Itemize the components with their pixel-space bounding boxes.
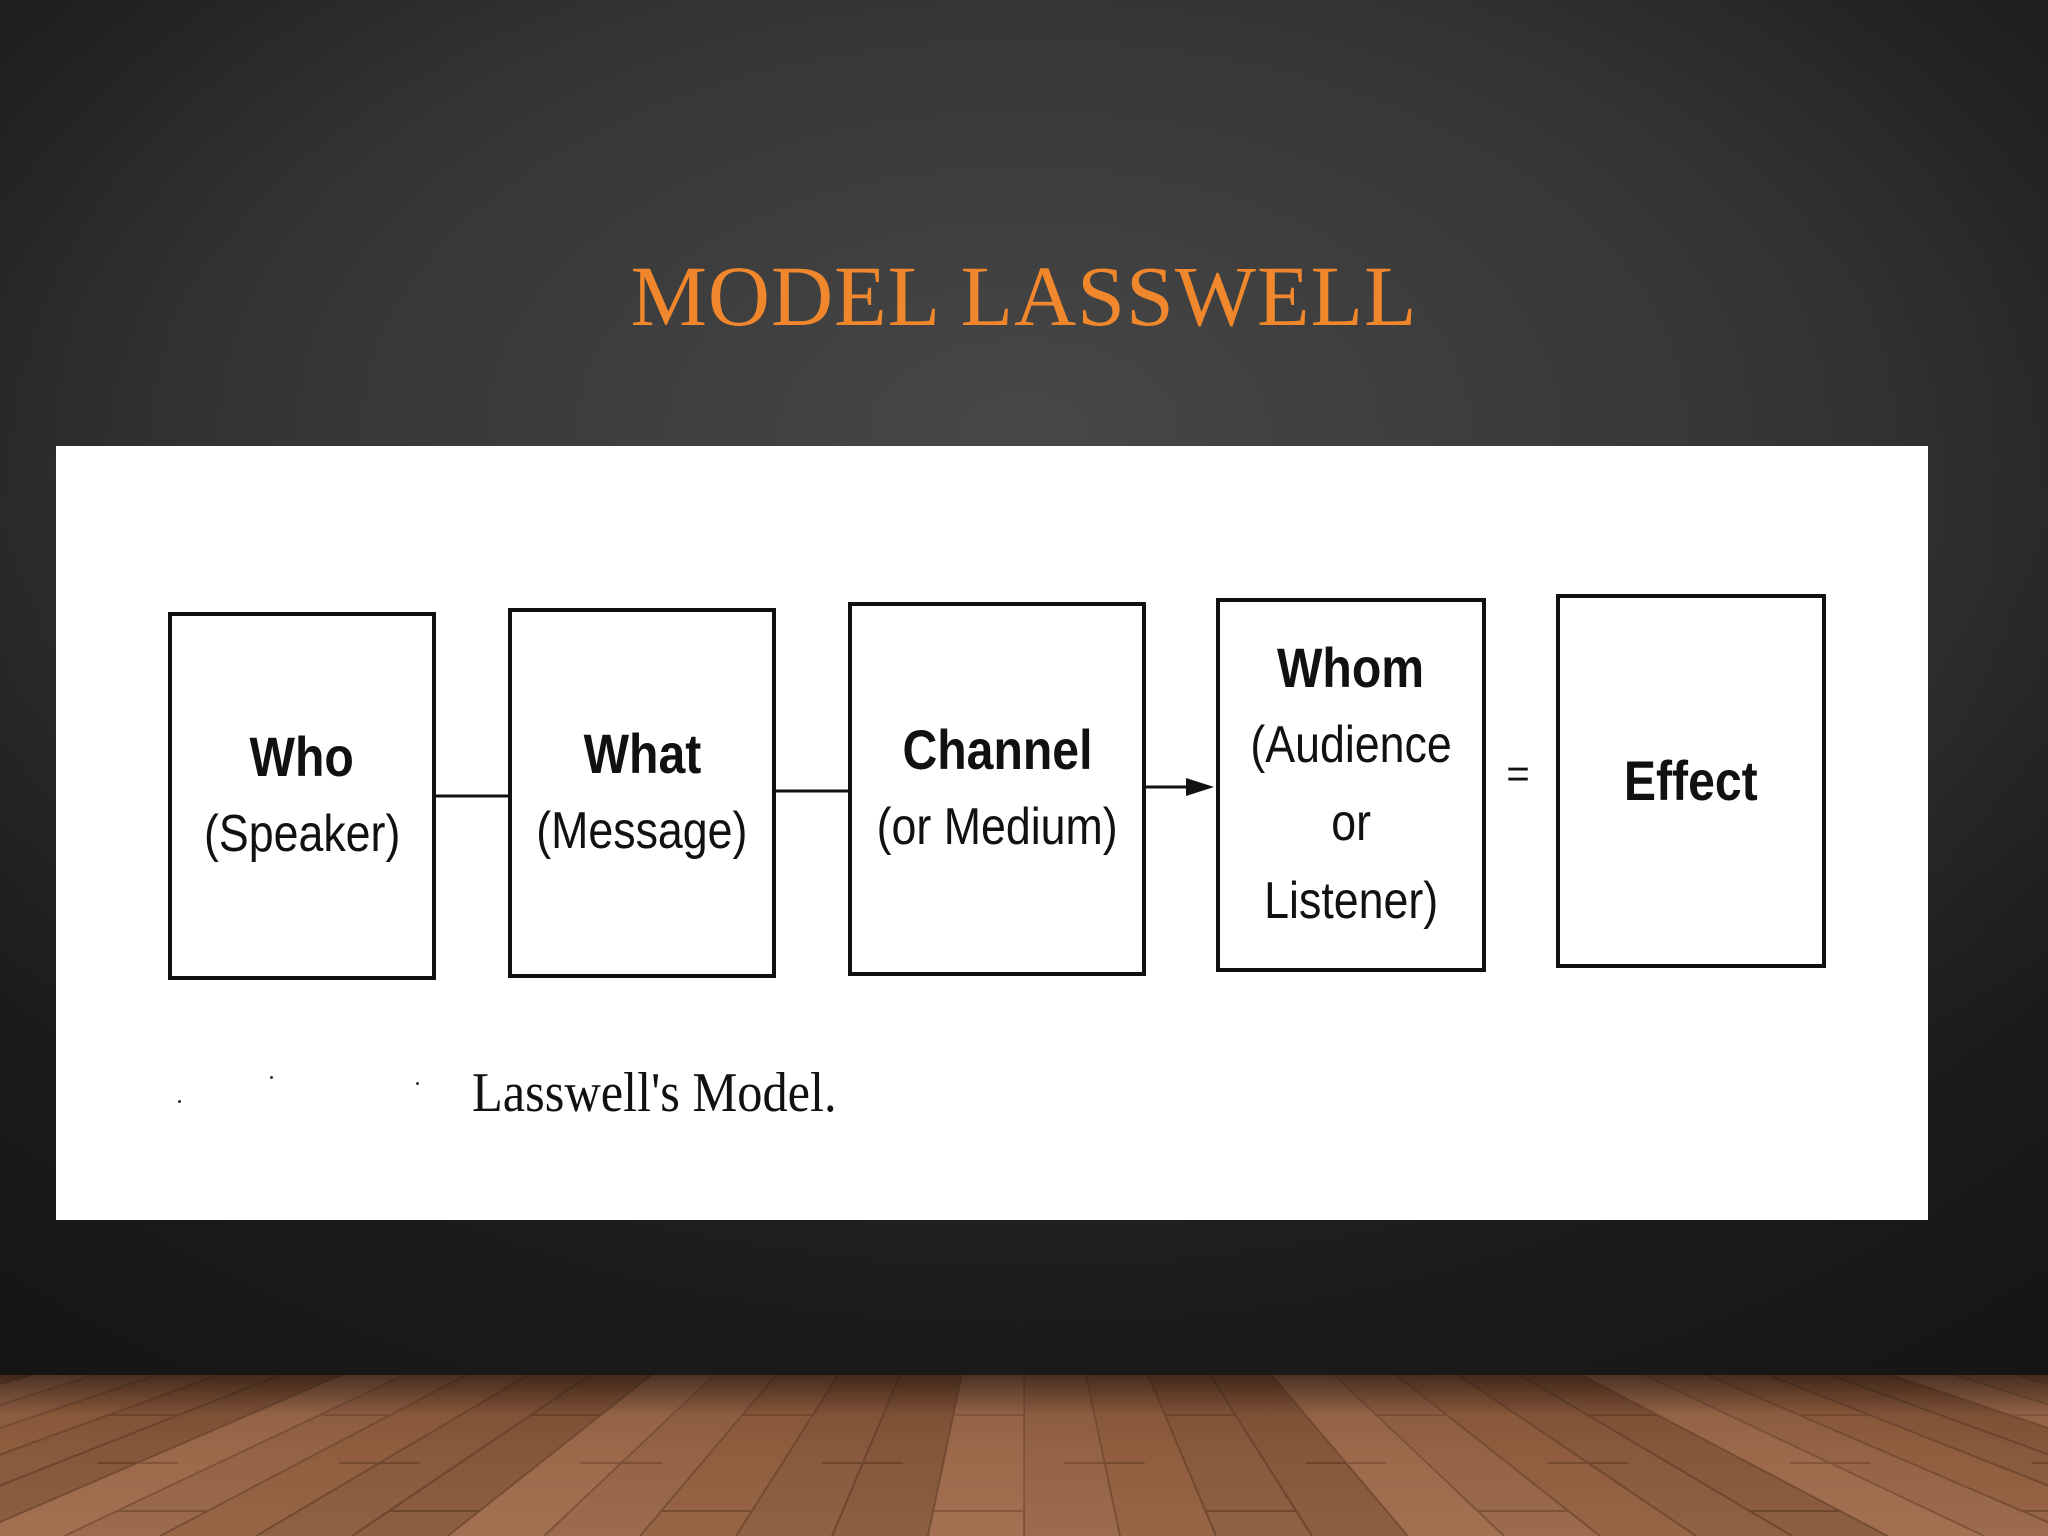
plank	[1148, 1375, 1312, 1536]
plank	[544, 1375, 776, 1536]
box-who: Who (Speaker)	[168, 612, 436, 980]
plank	[1334, 1375, 1600, 1536]
lasswell-model-figure: Who (Speaker) What (Message) Channel (or…	[56, 446, 1928, 1220]
box-what: What (Message)	[508, 608, 776, 978]
plank	[160, 1375, 528, 1536]
plank-seam	[1333, 1375, 1505, 1536]
box-subtitle-line-1: (Audience	[1250, 716, 1452, 774]
plank	[736, 1375, 900, 1536]
diagram-connectors	[434, 778, 1214, 798]
plank	[1644, 1375, 2048, 1536]
plank-seam	[0, 1375, 219, 1456]
plank-seam	[543, 1375, 715, 1536]
box-subtitle: (Speaker)	[203, 805, 401, 863]
box-title: Effect	[1624, 749, 1758, 812]
figure-caption: Lasswell's Model.	[472, 1062, 837, 1124]
plank-seam	[1643, 1375, 1985, 1536]
plank	[1892, 1375, 2048, 1428]
plank	[1582, 1375, 1984, 1536]
plank-seam	[1581, 1375, 1889, 1536]
plank-seam	[927, 1375, 963, 1536]
plank	[0, 1375, 218, 1455]
plank	[0, 1375, 156, 1428]
plank-seam	[1767, 1375, 2048, 1487]
plank	[832, 1375, 962, 1536]
plank-seam	[351, 1375, 591, 1536]
plank	[1458, 1375, 1792, 1536]
plank	[1520, 1375, 1888, 1536]
plank-seam	[447, 1375, 653, 1536]
box-title: What	[583, 722, 701, 785]
floor-planks	[0, 1375, 2048, 1536]
plank	[448, 1375, 714, 1536]
scan-speck	[270, 1076, 273, 1079]
box-whom: Whom (Audience or Listener)	[1216, 598, 1486, 972]
wooden-floor	[0, 1375, 2048, 1536]
box-channel: Channel (or Medium)	[848, 602, 1146, 976]
plank-seam	[0, 1375, 281, 1487]
box-subtitle: (Message)	[536, 802, 748, 860]
plank-seam	[1085, 1375, 1121, 1536]
plank-seam	[639, 1375, 777, 1536]
plank-seam	[1271, 1375, 1409, 1536]
plank-seam	[1705, 1375, 2048, 1524]
plank-seam	[1519, 1375, 1793, 1536]
box-title: Who	[249, 725, 355, 788]
plank	[1024, 1375, 1120, 1536]
plank-seam	[63, 1375, 405, 1536]
plank-seam	[1395, 1375, 1601, 1536]
plank-seam	[735, 1375, 839, 1536]
plank	[64, 1375, 466, 1536]
plank	[1272, 1375, 1504, 1536]
scan-speck	[178, 1100, 181, 1103]
plank-seam	[1147, 1375, 1217, 1536]
plank-seam	[0, 1375, 95, 1406]
plank-seam	[1891, 1375, 2048, 1429]
plank-seam	[1209, 1375, 1313, 1536]
floor-shadow	[0, 1375, 2048, 1415]
plank	[1086, 1375, 1216, 1536]
box-title: Whom	[1277, 636, 1425, 699]
plank	[0, 1375, 404, 1536]
slide-title: MODEL LASSWELL	[630, 248, 1418, 344]
plank	[1210, 1375, 1408, 1536]
plank	[352, 1375, 652, 1536]
box-subtitle-line-3: Listener)	[1264, 872, 1438, 930]
scan-speck	[416, 1082, 419, 1085]
box-effect: Effect	[1556, 594, 1826, 968]
box-subtitle-line-2: or	[1331, 794, 1371, 852]
plank	[1396, 1375, 1696, 1536]
box-subtitle: (or Medium)	[876, 798, 1118, 856]
box-title: Channel	[901, 718, 1092, 781]
equals-sign: =	[1506, 752, 1530, 796]
plank-seam	[1829, 1375, 2048, 1456]
plank-seam	[0, 1375, 157, 1429]
plank	[640, 1375, 838, 1536]
plank-seam	[159, 1375, 467, 1536]
plank	[256, 1375, 590, 1536]
plank-seam	[255, 1375, 529, 1536]
plank-seam	[0, 1375, 343, 1524]
plank	[1830, 1375, 2048, 1455]
plank-seam	[1953, 1375, 2048, 1406]
plank-seam	[1457, 1375, 1697, 1536]
arrowhead-icon	[1186, 778, 1214, 796]
plank	[928, 1375, 1024, 1536]
plank-seam	[831, 1375, 901, 1536]
